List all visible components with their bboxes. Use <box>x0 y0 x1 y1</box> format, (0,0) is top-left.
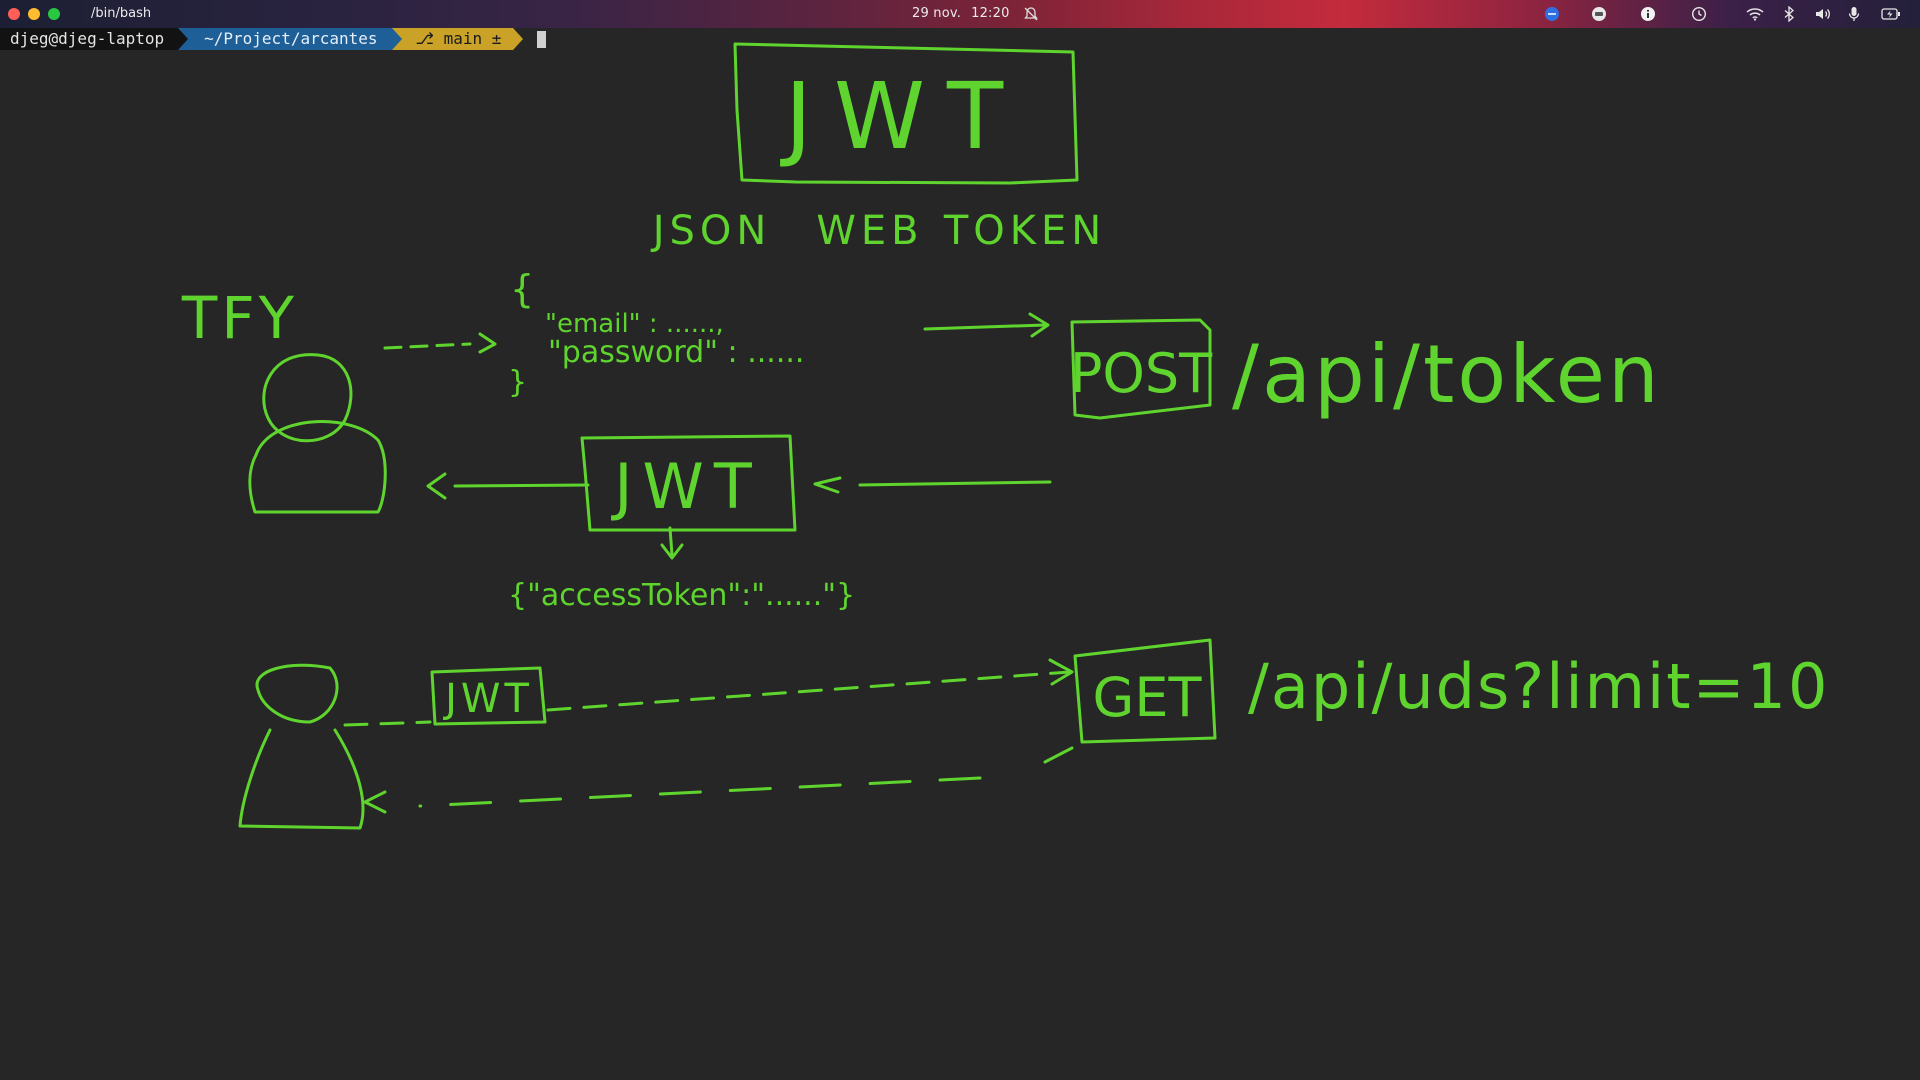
mic-icon[interactable] <box>1847 5 1861 23</box>
user-2-head <box>255 663 339 724</box>
arrow-user-to-get <box>343 670 1072 727</box>
battery-icon[interactable] <box>1880 5 1902 23</box>
arrow-body-to-post <box>923 323 1047 331</box>
get-box <box>1073 638 1217 744</box>
body-password-line: "password" : ...... <box>548 335 804 370</box>
get-method: GET <box>1093 666 1203 729</box>
body-open-brace: { <box>510 267 534 311</box>
post-box <box>1070 318 1212 420</box>
subtitle-web: WEB <box>816 208 923 254</box>
arrow-jwt-to-user <box>453 483 590 488</box>
app-icon-blue[interactable] <box>1543 5 1561 23</box>
arrow-head <box>1028 312 1050 338</box>
jwt-sent: JWT <box>442 676 533 722</box>
git-branch-label: main ± <box>443 29 502 48</box>
arrow-head <box>813 476 842 494</box>
clock-time: 12:20 <box>971 6 1010 21</box>
subtitle-json: JSON <box>650 208 772 254</box>
body-close-brace: } <box>508 365 527 400</box>
arrow-jwt-to-response <box>660 526 684 560</box>
response-body: {"accessToken":"......"} <box>508 578 855 613</box>
prompt-directory: ~/Project/arcantes <box>188 28 392 50</box>
user-1-head <box>262 353 353 443</box>
wifi-icon[interactable] <box>1745 5 1765 23</box>
subtitle-token: TOKEN <box>943 208 1106 254</box>
user-2-body <box>238 728 365 830</box>
arrow-head <box>478 332 497 354</box>
clock[interactable]: 29 nov. 12:20 <box>912 6 1020 21</box>
text-cursor <box>537 30 547 48</box>
prompt-git-branch: ⎇ main ± <box>401 28 514 50</box>
window-close-button[interactable] <box>8 8 20 20</box>
jwt-returned-box <box>580 434 797 532</box>
client-label: TFY <box>181 284 298 352</box>
window-minimize-button[interactable] <box>28 8 40 20</box>
arrow-head <box>363 790 387 814</box>
body-email-line: "email" : ......, <box>545 309 724 339</box>
jwt-title: JWT <box>780 63 1025 170</box>
get-path: /api/uds?limit=10 <box>1248 650 1829 723</box>
git-branch-icon: ⎇ <box>415 29 444 48</box>
bluetooth-icon[interactable] <box>1782 5 1796 23</box>
info-icon[interactable] <box>1639 5 1657 23</box>
dnd-off-icon[interactable] <box>1022 5 1040 23</box>
clock-date: 29 nov. <box>912 6 962 21</box>
user-1-body <box>248 420 387 514</box>
arrow-head <box>426 472 447 500</box>
menu-bar: /bin/bash 29 nov. 12:20 <box>0 0 1920 28</box>
prompt-separator <box>391 28 402 50</box>
jwt-returned: JWT <box>610 450 761 523</box>
volume-icon[interactable] <box>1813 5 1833 23</box>
post-method: POST <box>1070 342 1213 405</box>
prompt-separator <box>513 28 524 50</box>
clock-icon[interactable] <box>1690 5 1708 23</box>
post-path: /api/token <box>1232 328 1662 421</box>
arrow-user-to-body <box>383 342 472 350</box>
window-title: /bin/bash <box>91 6 152 21</box>
prompt-user-host: djeg@djeg-laptop <box>0 28 179 50</box>
shell-prompt[interactable]: djeg@djeg-laptop ~/Project/arcantes ⎇ ma… <box>0 28 547 50</box>
jwt-sent-box <box>430 666 547 726</box>
arrow-server-to-jwt <box>858 480 1052 487</box>
jwt-title-box <box>733 42 1079 185</box>
window-maximize-button[interactable] <box>48 8 60 20</box>
chat-icon[interactable] <box>1590 5 1608 23</box>
arrow-head <box>1048 658 1074 686</box>
prompt-separator <box>178 28 189 50</box>
arrow-get-to-user <box>418 746 1074 808</box>
